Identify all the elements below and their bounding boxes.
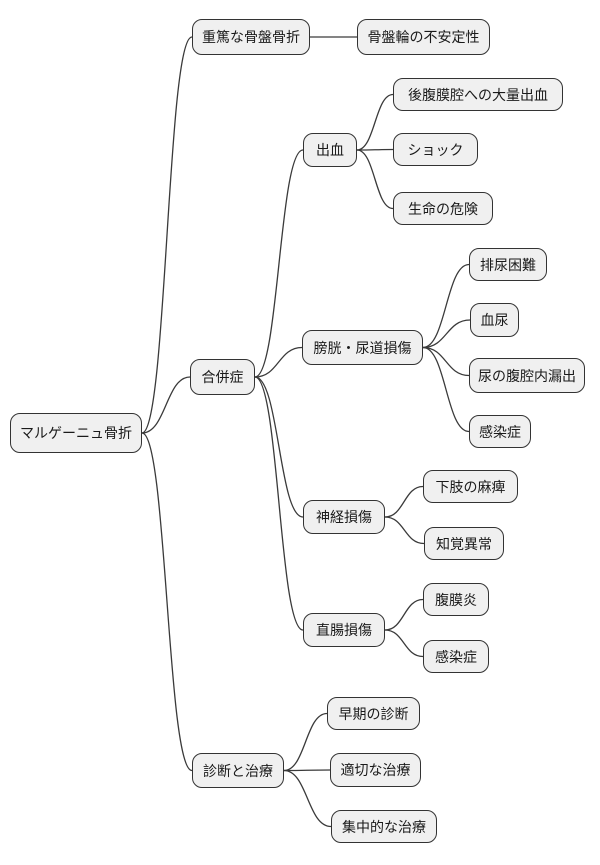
edge-rectal-injury-peritonitis [384,598,424,631]
mindmap-node-root[interactable]: マルゲーニュ骨折 [10,413,142,453]
mindmap-node-diagnosis-treatment[interactable]: 診断と治療 [192,753,284,788]
edge-diagnosis-treatment-early-diagnosis [283,712,328,772]
mindmap-node-hematuria[interactable]: 血尿 [470,303,519,337]
mindmap-node-appropriate-treatment[interactable]: 適切な治療 [330,753,421,787]
edge-bladder-urethra-injury-hematuria [422,319,471,349]
edge-bladder-urethra-injury-urine-leakage [422,346,470,377]
mindmap-node-intensive-treatment[interactable]: 集中的な治療 [331,810,437,843]
mindmap-node-peritonitis[interactable]: 腹膜炎 [423,583,489,616]
edge-nerve-injury-leg-paralysis [384,485,424,518]
mindmap-node-infection-urinary[interactable]: 感染症 [469,415,531,448]
edge-root-diagnosis-treatment [141,432,193,772]
edge-root-severe-fracture [141,36,193,434]
edge-complications-rectal-injury [254,376,304,631]
edge-diagnosis-treatment-appropriate-treatment [283,769,331,772]
edge-rectal-injury-infection-rectal [384,629,424,658]
mindmap-node-retroperitoneal-hemorrhage[interactable]: 後腹膜腔への大量出血 [393,78,563,111]
edge-bladder-urethra-injury-dysuria [422,263,470,349]
mindmap-node-urine-leakage[interactable]: 尿の腹腔内漏出 [469,358,585,393]
mindmap-node-bladder-urethra-injury[interactable]: 膀胱・尿道損傷 [302,330,423,365]
edge-bleeding-retroperitoneal-hemorrhage [356,93,394,151]
mindmap-node-early-diagnosis[interactable]: 早期の診断 [327,697,420,730]
edge-bleeding-shock [356,148,394,151]
edge-diagnosis-treatment-intensive-treatment [283,769,332,828]
edge-bladder-urethra-injury-infection-urinary [422,346,470,433]
mindmap-node-bleeding[interactable]: 出血 [303,133,357,167]
edge-complications-bleeding [254,149,304,378]
mindmap-node-life-threat[interactable]: 生命の危険 [393,192,493,225]
edge-complications-nerve-injury [254,376,304,518]
mindmap-node-severe-fracture[interactable]: 重篤な骨盤骨折 [192,19,310,55]
mindmap-node-leg-paralysis[interactable]: 下肢の麻痺 [423,470,518,503]
mindmap-node-complications[interactable]: 合併症 [190,359,255,395]
edge-complications-bladder-urethra-injury [254,346,303,378]
edge-root-complications [141,376,191,434]
mindmap-node-rectal-injury[interactable]: 直腸損傷 [303,613,385,647]
mindmap-node-shock[interactable]: ショック [393,133,478,166]
mindmap-node-ring-instability[interactable]: 骨盤輪の不安定性 [357,19,490,55]
mindmap-node-nerve-injury[interactable]: 神経損傷 [303,500,385,534]
edge-bleeding-life-threat [356,149,394,210]
mindmap-node-dysuria[interactable]: 排尿困難 [469,248,547,281]
mindmap-node-infection-rectal[interactable]: 感染症 [423,640,489,673]
mindmap-node-sensory-abnormality[interactable]: 知覚異常 [424,527,504,560]
edge-nerve-injury-sensory-abnormality [384,516,425,545]
